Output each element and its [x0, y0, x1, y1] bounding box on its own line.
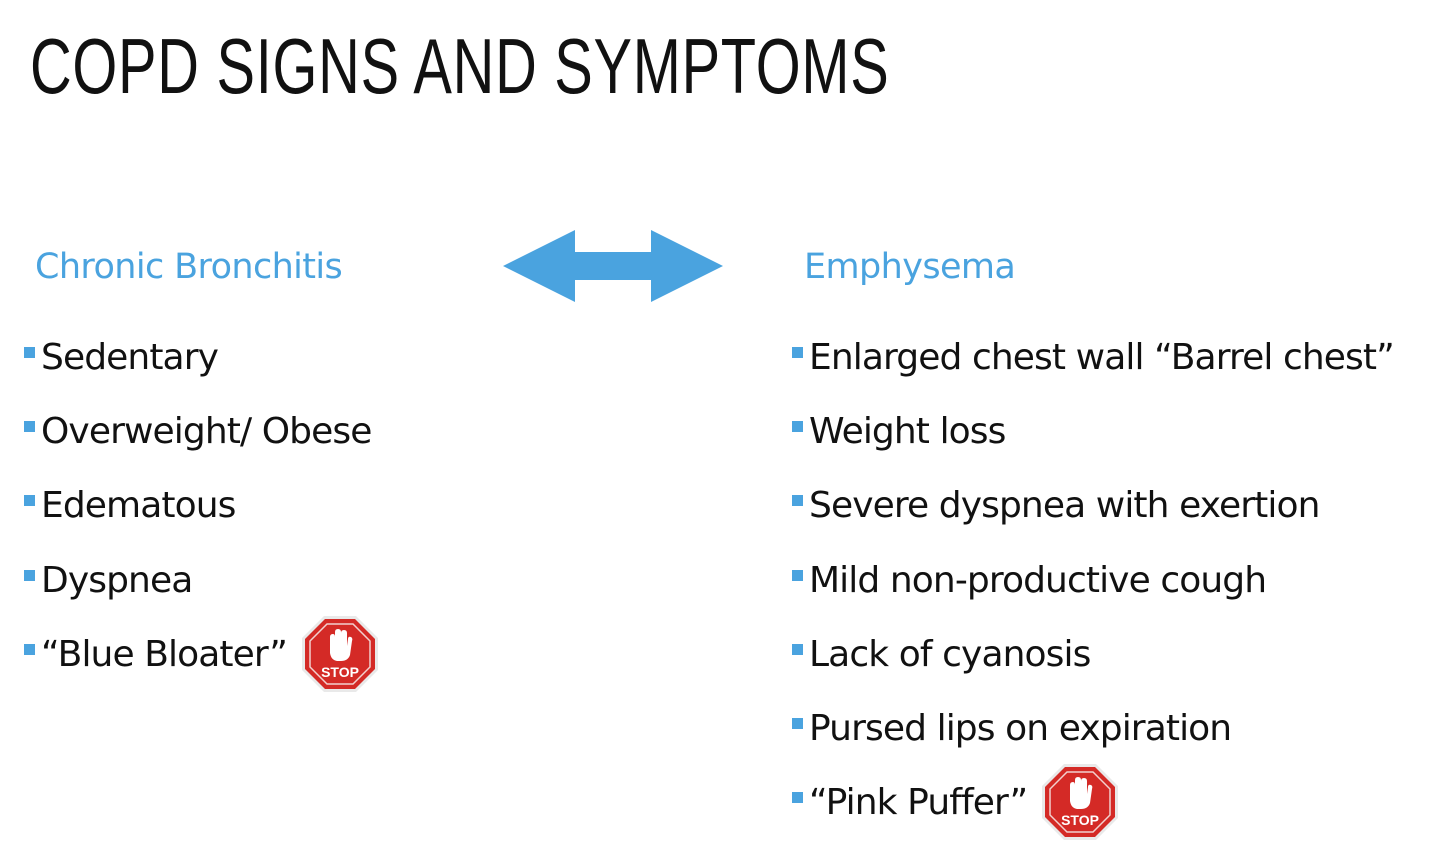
list-item-text: Mild non-productive cough: [809, 559, 1267, 601]
list-item-text: Weight loss: [809, 411, 1006, 453]
list-item-text: Pursed lips on expiration: [809, 707, 1232, 749]
list-item: Enlarged chest wall “Barrel chest”: [792, 336, 1395, 410]
stop-sign-icon: STOP: [302, 615, 379, 692]
bullet-square-icon: [24, 643, 35, 655]
bullet-square-icon: [792, 717, 803, 729]
stop-sign-label: STOP: [1061, 812, 1099, 828]
bullet-square-icon: [24, 421, 35, 433]
bullet-square-icon: [24, 495, 35, 507]
list-item-text: Severe dyspnea with exertion: [809, 485, 1320, 527]
bullet-square-icon: [792, 421, 803, 433]
list-item-text: “Blue Bloater”: [41, 633, 288, 675]
double-arrow-icon: [503, 230, 723, 302]
list-item: Weight loss: [792, 410, 1394, 484]
stop-sign-label: STOP: [321, 664, 359, 680]
list-item: Lack of cyanosis: [792, 633, 1394, 707]
list-item-text: Edematous: [41, 485, 236, 527]
list-item-text: “Pink Puffer”: [809, 782, 1028, 824]
list-item: Severe dyspnea with exertion: [792, 484, 1394, 558]
emphysema-heading: Emphysema: [804, 247, 1016, 287]
bullet-square-icon: [24, 347, 35, 358]
list-item-text: Lack of cyanosis: [809, 633, 1091, 675]
bullet-square-icon: [24, 569, 35, 581]
emphysema-list: Enlarged chest wall “Barrel chest” Weigh…: [792, 336, 1395, 855]
chronic-bronchitis-list: Sedentary Overweight/ Obese Edematous Dy…: [24, 336, 379, 707]
bullet-square-icon: [792, 347, 803, 358]
list-item-text: Dyspnea: [41, 559, 193, 601]
bullet-square-icon: [792, 643, 803, 655]
stop-sign-icon: STOP: [1042, 764, 1119, 841]
list-item: “Blue Bloater” STOP: [24, 615, 379, 707]
list-item: Edematous: [24, 484, 379, 558]
list-item-text: Overweight/ Obese: [41, 411, 372, 453]
list-item: Overweight/ Obese: [24, 410, 379, 484]
bullet-square-icon: [792, 569, 803, 581]
slide-title: COPD SIGNS AND SYMPTOMS: [30, 22, 890, 110]
list-item: Mild non-productive cough: [792, 559, 1394, 633]
list-item: Dyspnea: [24, 559, 379, 633]
list-item: Sedentary: [24, 336, 379, 410]
chronic-bronchitis-heading: Chronic Bronchitis: [35, 247, 343, 287]
bullet-square-icon: [792, 495, 803, 507]
list-item-text: Enlarged chest wall “Barrel chest”: [809, 337, 1395, 378]
bullet-square-icon: [792, 792, 803, 804]
list-item-text: Sedentary: [41, 337, 219, 378]
list-item: “Pink Puffer” STOP: [792, 764, 1394, 855]
list-item: Pursed lips on expiration: [792, 707, 1394, 781]
